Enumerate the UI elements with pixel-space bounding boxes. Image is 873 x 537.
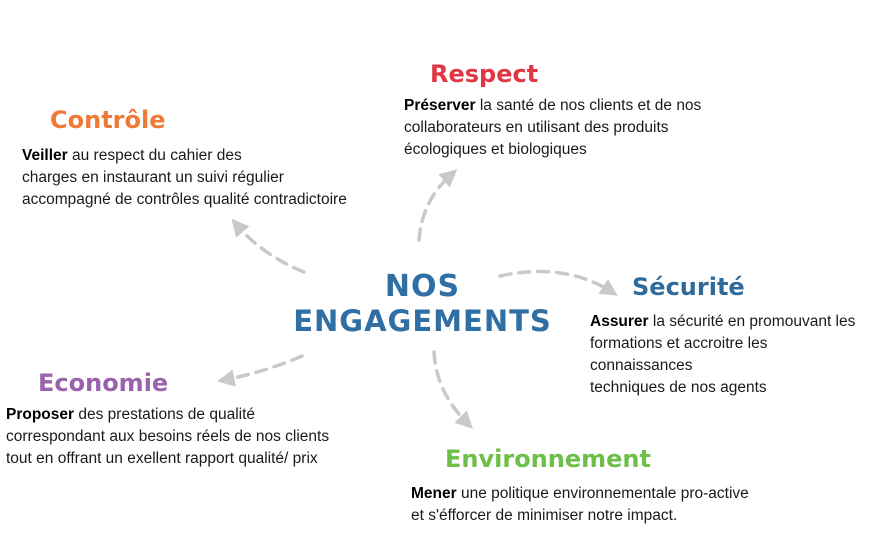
environnement-line-1: une politique environnementale pro-activ… (456, 485, 749, 502)
economie-line-1: des prestations de qualité (74, 406, 256, 423)
arrow-to-environnement (432, 350, 473, 429)
securite-lead: Assurer (590, 313, 649, 330)
economie-heading: Economie (38, 369, 169, 397)
economie-line-3: tout en offrant un exellent rapport qual… (6, 450, 318, 467)
respect-heading: Respect (430, 60, 539, 88)
securite-line-1: la sécurité en promouvant les (648, 313, 856, 330)
respect-description: Préserver la santé de nos clients et de … (404, 95, 701, 161)
center-title: NOS ENGAGEMENTS (290, 269, 555, 339)
controle-heading: Contrôle (50, 106, 166, 134)
controle-line-1: au respect du cahier des (67, 147, 242, 164)
arrow-to-economie (217, 354, 304, 387)
controle-line-2: charges en instaurant un suivi régulier (22, 169, 284, 186)
arrow-to-controle (231, 218, 306, 274)
controle-description: Veiller au respect du cahier des charges… (22, 145, 347, 211)
arrow-to-securite (498, 269, 618, 296)
securite-heading: Sécurité (632, 273, 745, 301)
center-title-line1: NOS (384, 269, 461, 304)
securite-line-2: formations et accroitre les connaissance… (590, 335, 768, 374)
environnement-heading: Environnement (445, 445, 651, 473)
controle-line-3: accompagné de contrôles qualité contradi… (22, 191, 347, 208)
arrow-to-respect (417, 169, 458, 242)
economie-line-2: correspondant aux besoins réels de nos c… (6, 428, 330, 445)
securite-line-3: techniques de nos agents (590, 379, 767, 396)
respect-line-2: collaborateurs en utilisant des produits (404, 119, 669, 136)
environnement-line-2: et s'éfforcer de minimiser notre impact. (411, 507, 678, 524)
respect-line-1: la santé de nos clients et de nos (475, 97, 702, 114)
controle-lead: Veiller (22, 147, 68, 164)
environnement-description: Mener une politique environnementale pro… (411, 483, 749, 527)
economie-description: Proposer des prestations de qualité corr… (6, 404, 329, 470)
center-title-line2: ENGAGEMENTS (293, 304, 552, 338)
respect-lead: Préserver (404, 97, 476, 114)
environnement-lead: Mener (411, 485, 457, 502)
securite-description: Assurer la sécurité en promouvant les fo… (590, 311, 873, 399)
economie-lead: Proposer (6, 406, 75, 423)
respect-line-3: écologiques et biologiques (404, 141, 587, 158)
